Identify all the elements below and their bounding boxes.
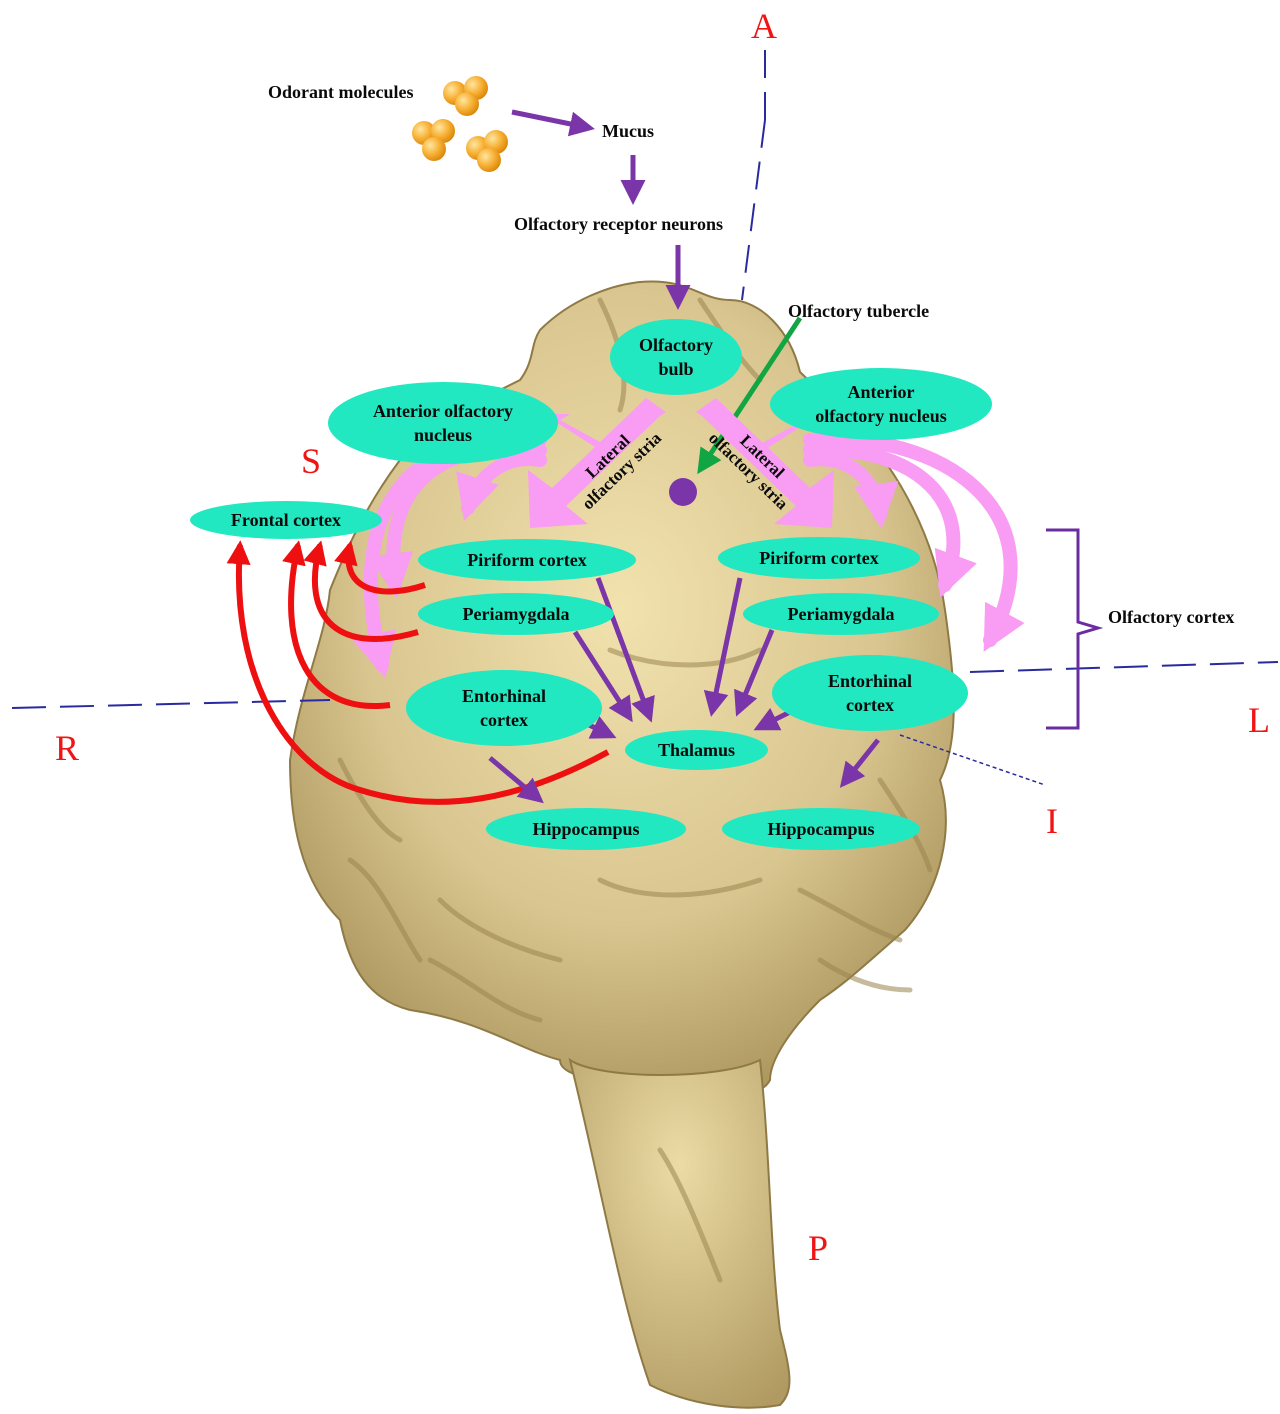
piriform-cortex-right: Piriform cortex	[418, 539, 636, 581]
axis-superior: S	[301, 443, 321, 479]
axis-right: R	[55, 730, 79, 766]
olfactory-bulb: Olfactory bulb	[610, 319, 742, 395]
olfactory-tubercle-label: Olfactory tubercle	[788, 301, 929, 322]
axis-inferior: I	[1046, 803, 1058, 839]
receptor-neurons-label: Olfactory receptor neurons	[514, 214, 723, 235]
frontal-cortex: Frontal cortex	[190, 501, 382, 539]
entorhinal-cortex-right: Entorhinal cortex	[406, 670, 602, 746]
odorant-molecules-icon	[412, 76, 508, 172]
piriform-cortex-left: Piriform cortex	[718, 537, 920, 579]
axis-left: L	[1248, 702, 1270, 738]
axis-posterior: P	[808, 1230, 828, 1266]
periamygdala-left: Periamygdala	[743, 593, 939, 635]
odorant-molecules-label: Odorant molecules	[268, 82, 414, 103]
anterior-olfactory-nucleus-right: Anterior olfactory nucleus	[328, 382, 558, 464]
hippocampus-right: Hippocampus	[486, 808, 686, 850]
olfactory-tubercle-dot	[669, 478, 697, 506]
olfactory-cortex-label: Olfactory cortex	[1108, 607, 1234, 628]
entorhinal-cortex-left: Entorhinal cortex	[772, 655, 968, 731]
mucus-label: Mucus	[602, 121, 654, 142]
hippocampus-left: Hippocampus	[722, 808, 920, 850]
thalamus: Thalamus	[625, 730, 768, 770]
anterior-olfactory-nucleus-left: Anterior olfactory nucleus	[770, 368, 992, 440]
axis-anterior: A	[751, 8, 777, 44]
periamygdala-right: Periamygdala	[418, 593, 614, 635]
olfactory-cortex-bracket	[1046, 530, 1098, 728]
